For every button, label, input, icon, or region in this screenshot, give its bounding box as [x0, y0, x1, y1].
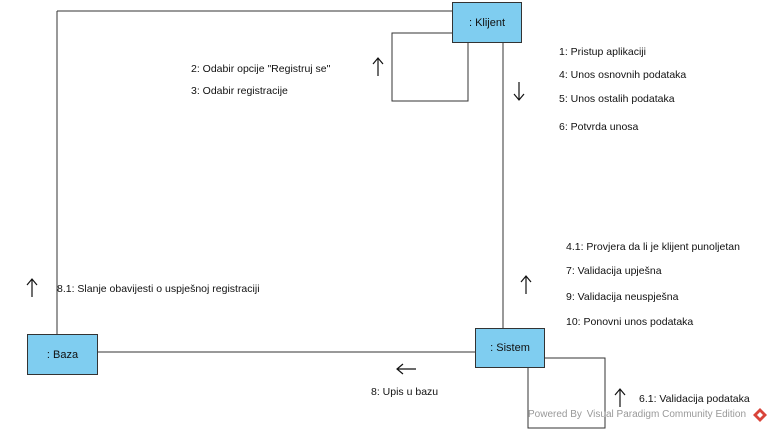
message-2: 2: Odabir opcije "Registruj se"	[191, 63, 331, 75]
message-6-1: 6.1: Validacija podataka	[639, 393, 750, 405]
message-1: 1: Pristup aplikaciji	[559, 46, 646, 58]
message-8-1: 8.1: Slanje obavijesti o uspješnoj regis…	[57, 283, 260, 295]
arrow-up-icon	[372, 57, 384, 76]
arrow-down-icon	[513, 82, 525, 101]
object-sistem[interactable]: : Sistem	[475, 328, 545, 368]
message-10: 10: Ponovni unos podataka	[566, 316, 694, 328]
message-6: 6: Potvrda unosa	[559, 121, 639, 133]
self-link-klijent	[391, 32, 469, 102]
message-7: 7: Validacija upješna	[566, 265, 662, 277]
message-4: 4: Unos osnovnih podataka	[559, 69, 687, 81]
object-klijent[interactable]: : Klijent	[452, 2, 522, 43]
arrow-left-icon	[396, 363, 416, 375]
arrow-up-icon	[614, 388, 626, 407]
object-baza[interactable]: : Baza	[27, 334, 98, 375]
message-9: 9: Validacija neuspješna	[566, 291, 679, 303]
object-sistem-label: : Sistem	[490, 342, 530, 354]
message-5: 5: Unos ostalih podataka	[559, 93, 675, 105]
arrow-up-icon	[520, 275, 532, 294]
watermark-text: Powered By Visual Paradigm Community Edi…	[528, 409, 747, 420]
object-baza-label: : Baza	[46, 348, 79, 361]
visual-paradigm-logo-icon	[753, 408, 767, 422]
arrow-up-icon	[26, 278, 38, 297]
object-klijent-label: : Klijent	[468, 16, 506, 29]
message-3: 3: Odabir registracije	[191, 85, 288, 97]
message-4-1: 4.1: Provjera da li je klijent punoljeta…	[566, 241, 740, 253]
message-8: 8: Upis u bazu	[371, 386, 439, 398]
self-link-sistem	[527, 357, 606, 429]
